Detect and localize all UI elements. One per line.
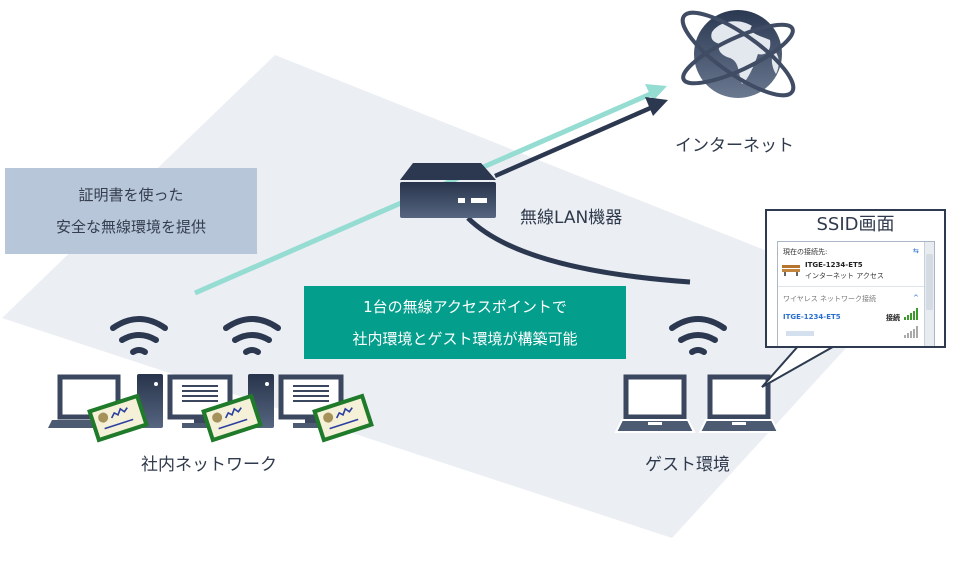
wireless-device-label: 無線LAN機器: [520, 208, 623, 228]
single-ap-callout-line2: 社内環境とゲスト環境が構築可能: [352, 329, 578, 348]
signal-strength-icon: [904, 308, 918, 322]
current-network-status: インターネット アクセス: [805, 272, 884, 280]
network-item-blurred[interactable]: [786, 331, 814, 336]
certificate-callout: 証明書を使った 安全な無線環境を提供: [5, 168, 257, 254]
signal-strength-icon: [904, 326, 918, 340]
router-to-internet-arrow: [494, 97, 668, 179]
guest-environment-label: ゲスト環境: [645, 455, 730, 475]
ssid-callout: SSID画面 現在の接続先: ⇆ ITGE-1234-ET5 インターネット ア…: [765, 209, 946, 348]
single-ap-callout: 1台の無線アクセスポイントで 社内環境とゲスト環境が構築可能: [304, 286, 626, 359]
certificate-icon: [201, 393, 263, 443]
certificate-icon: [87, 393, 149, 443]
network-item-name[interactable]: ITGE-1234-ET5: [783, 313, 841, 321]
laptop-icon: [698, 374, 780, 433]
certificate-callout-line1: 証明書を使った: [78, 186, 184, 204]
wifi-icon: [223, 316, 281, 355]
certificate-icon: [312, 393, 374, 443]
wifi-icon: [669, 316, 727, 355]
router-icon: [400, 163, 496, 218]
ssid-scrollbar[interactable]: [924, 242, 934, 346]
certificate-callout-line2: 安全な無線環境を提供: [55, 218, 206, 236]
globe-icon: [680, 10, 796, 98]
laptop-icon: [614, 374, 696, 433]
current-network-name: ITGE-1234-ET5: [805, 261, 863, 269]
network-item-status: 接続: [886, 314, 900, 322]
current-connection-label: 現在の接続先:: [783, 248, 828, 256]
refresh-icon[interactable]: ⇆: [913, 247, 919, 255]
ssid-window: 現在の接続先: ⇆ ITGE-1234-ET5 インターネット アクセス ワイヤ…: [777, 241, 935, 346]
single-ap-callout-line1: 1台の無線アクセスポイントで: [363, 297, 567, 316]
corporate-network-label: 社内ネットワーク: [141, 455, 277, 475]
wireless-section-label: ワイヤレス ネットワーク接続: [783, 295, 877, 303]
guest-connection-line: [466, 216, 691, 285]
collapse-icon[interactable]: ^: [913, 294, 919, 302]
bench-icon: [782, 262, 800, 278]
ssid-title: SSID画面: [816, 214, 895, 235]
wifi-icon: [110, 316, 168, 355]
internet-label: インターネット: [675, 136, 794, 156]
